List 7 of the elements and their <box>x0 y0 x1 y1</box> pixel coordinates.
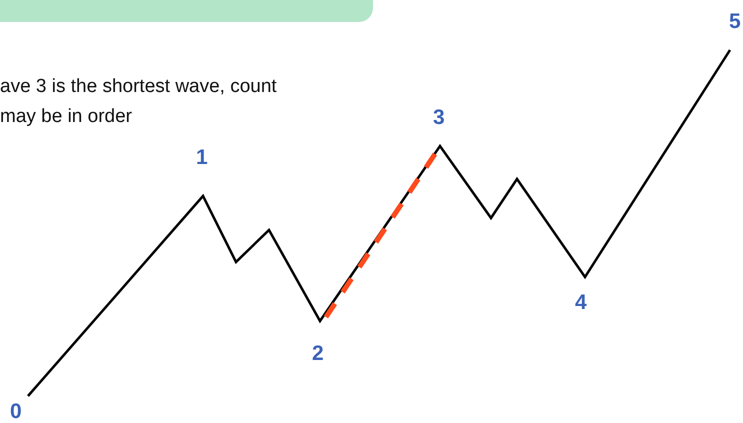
wave-number: 1 <box>196 147 208 169</box>
wave-number: 5 <box>729 11 741 33</box>
wave-number: 0 <box>10 401 22 423</box>
note-text: ave 3 is the shortest wave, count may be in order <box>0 75 278 129</box>
wave-number: 3 <box>433 107 445 129</box>
wave-number: 4 <box>575 292 587 314</box>
wave-number: 2 <box>312 343 324 365</box>
